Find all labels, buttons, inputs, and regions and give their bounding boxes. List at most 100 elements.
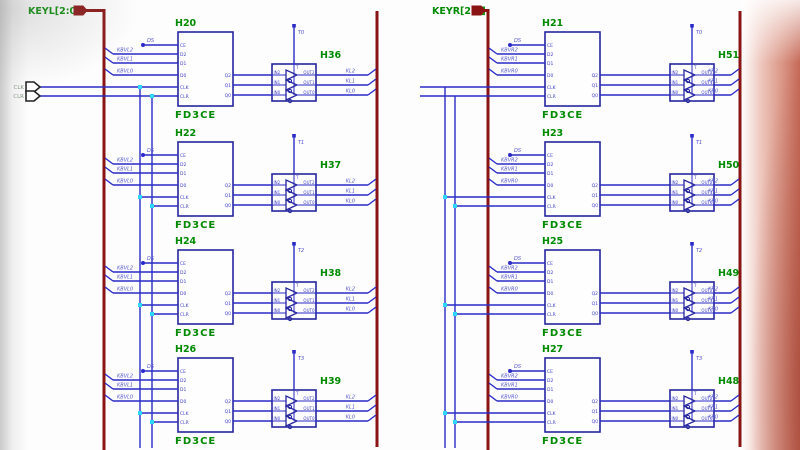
buffer-instance-label[interactable]: H48 xyxy=(718,376,740,387)
buffer-instance-label[interactable]: H38 xyxy=(320,268,342,279)
output-net-label: KR1 xyxy=(708,297,718,303)
ff-pin-label: D0 xyxy=(180,399,186,405)
ff-instance-label[interactable]: H24 xyxy=(175,236,197,247)
ff-pin-label: Q1 xyxy=(592,301,599,307)
buffer-pin-label: OUT1 xyxy=(701,406,713,411)
input-net-label: KBVL2 xyxy=(117,158,133,164)
ff-pin-label: CLK xyxy=(180,411,190,417)
buffer-instance-label[interactable]: H49 xyxy=(718,268,739,279)
buffer-instance-label[interactable]: H51 xyxy=(718,50,739,61)
ff-box-H23[interactable] xyxy=(544,141,601,217)
tri-state-buffer-icon xyxy=(285,78,299,92)
tri-state-buffer-icon xyxy=(683,394,697,408)
junction-dot xyxy=(453,204,457,208)
output-net-label: KL2 xyxy=(346,179,355,185)
buffer-pin-label: IN1 xyxy=(672,298,679,303)
junction-dot xyxy=(443,303,447,307)
output-net-label: KR2 xyxy=(708,179,718,185)
ff-pin-label: Q0 xyxy=(225,203,232,209)
output-net-label: KL2 xyxy=(346,287,355,293)
ff-instance-label[interactable]: H25 xyxy=(542,236,563,247)
ff-type-label: FD3CE xyxy=(175,328,216,339)
buffer-pin-label: IN2 xyxy=(274,396,281,401)
tri-state-buffer-icon xyxy=(683,88,697,102)
bus-tap xyxy=(104,274,114,282)
bus-tap xyxy=(488,394,498,402)
ff-pin-label: CLR xyxy=(547,204,556,210)
buffer-pin-label: OUT2 xyxy=(701,180,713,185)
buffer-pin-label: IN2 xyxy=(274,288,281,293)
ff-box-H26[interactable] xyxy=(177,357,234,433)
bus-tap xyxy=(367,68,377,76)
ce-net-label: DS xyxy=(514,148,522,154)
output-net-label: KL2 xyxy=(346,69,355,75)
bus-tap xyxy=(367,286,377,294)
buffer-pin-label: OUT1 xyxy=(701,298,713,303)
tri-state-buffer-icon xyxy=(683,404,697,418)
ff-pin-label: D1 xyxy=(547,171,553,177)
output-net-label: KR1 xyxy=(708,189,718,195)
buffer-instance-label[interactable]: H36 xyxy=(320,50,342,61)
ff-box-H24[interactable] xyxy=(177,249,234,325)
junction-dot xyxy=(150,420,154,424)
bus-tap xyxy=(104,373,114,381)
bus-terminal-icon[interactable] xyxy=(73,5,88,16)
bus-tap xyxy=(104,382,114,390)
bus-label-1[interactable]: KEYR[2:0] xyxy=(432,6,486,17)
input-net-label: KBVL2 xyxy=(117,48,133,54)
input-net-label: KBVR0 xyxy=(501,287,518,293)
buffer-pin-label: IN2 xyxy=(274,180,281,185)
ff-instance-label[interactable]: H21 xyxy=(542,18,563,29)
buffer-instance-label[interactable]: H37 xyxy=(320,160,341,171)
buffer-instance-label[interactable]: H39 xyxy=(320,376,341,387)
enable-stub-terminal xyxy=(690,134,694,138)
ff-instance-label[interactable]: H27 xyxy=(542,344,563,355)
ff-pin-label: CLR xyxy=(547,420,556,426)
ff-instance-label[interactable]: H23 xyxy=(542,128,563,139)
ff-pin-label: CLK xyxy=(547,303,557,309)
junction-dot xyxy=(443,411,447,415)
buffer-pin-label: T xyxy=(693,65,697,70)
ff-pin-label: D0 xyxy=(547,73,553,79)
input-net-label: KBVL0 xyxy=(117,395,133,401)
enable-stub-terminal xyxy=(292,24,296,28)
buffer-instance-label[interactable]: H50 xyxy=(718,160,740,171)
bus-tap xyxy=(367,306,377,314)
enable-bubble-icon xyxy=(287,98,293,104)
buffer-pin-label: IN0 xyxy=(274,200,281,205)
ff-pin-label: D0 xyxy=(547,399,553,405)
buffer-pin-label: IN0 xyxy=(672,200,679,205)
input-port-icon-clr[interactable] xyxy=(25,90,42,102)
buffer-pin-label: IN2 xyxy=(672,288,679,293)
ff-pin-label: CE xyxy=(547,369,553,375)
tri-state-buffer-icon xyxy=(285,404,299,418)
ff-instance-label[interactable]: H20 xyxy=(175,18,197,29)
ff-instance-label[interactable]: H26 xyxy=(175,344,197,355)
buffer-pin-label: T xyxy=(295,391,299,396)
buffer-pin-label: T xyxy=(295,283,299,288)
ff-box-H25[interactable] xyxy=(544,249,601,325)
junction-dot xyxy=(453,420,457,424)
buffer-pin-label: OUT0 xyxy=(701,200,713,205)
buffer-pin-label: IN0 xyxy=(274,416,281,421)
tri-state-buffer-icon xyxy=(683,188,697,202)
ff-box-H20[interactable] xyxy=(177,31,234,107)
ff-pin-label: D0 xyxy=(180,291,186,297)
enable-net-label: T2 xyxy=(298,248,304,254)
buffer-pin-label: OUT0 xyxy=(303,90,315,95)
junction-dot xyxy=(443,195,447,199)
bus-terminal-icon[interactable] xyxy=(471,5,486,16)
ff-box-H21[interactable] xyxy=(544,31,601,107)
ff-box-H27[interactable] xyxy=(544,357,601,433)
ff-pin-label: Q1 xyxy=(592,409,599,415)
ff-pin-label: Q0 xyxy=(592,93,599,99)
tri-state-buffer-icon xyxy=(683,306,697,320)
ce-net-label: DS xyxy=(514,38,522,44)
ff-instance-label[interactable]: H22 xyxy=(175,128,196,139)
enable-net-label: T0 xyxy=(696,30,702,36)
bus-label-0[interactable]: KEYL[2:0] xyxy=(28,6,81,17)
ff-pin-label: Q2 xyxy=(592,399,599,405)
bus-tap xyxy=(730,178,740,186)
tri-state-buffer-icon xyxy=(285,188,299,202)
ff-box-H22[interactable] xyxy=(177,141,234,217)
